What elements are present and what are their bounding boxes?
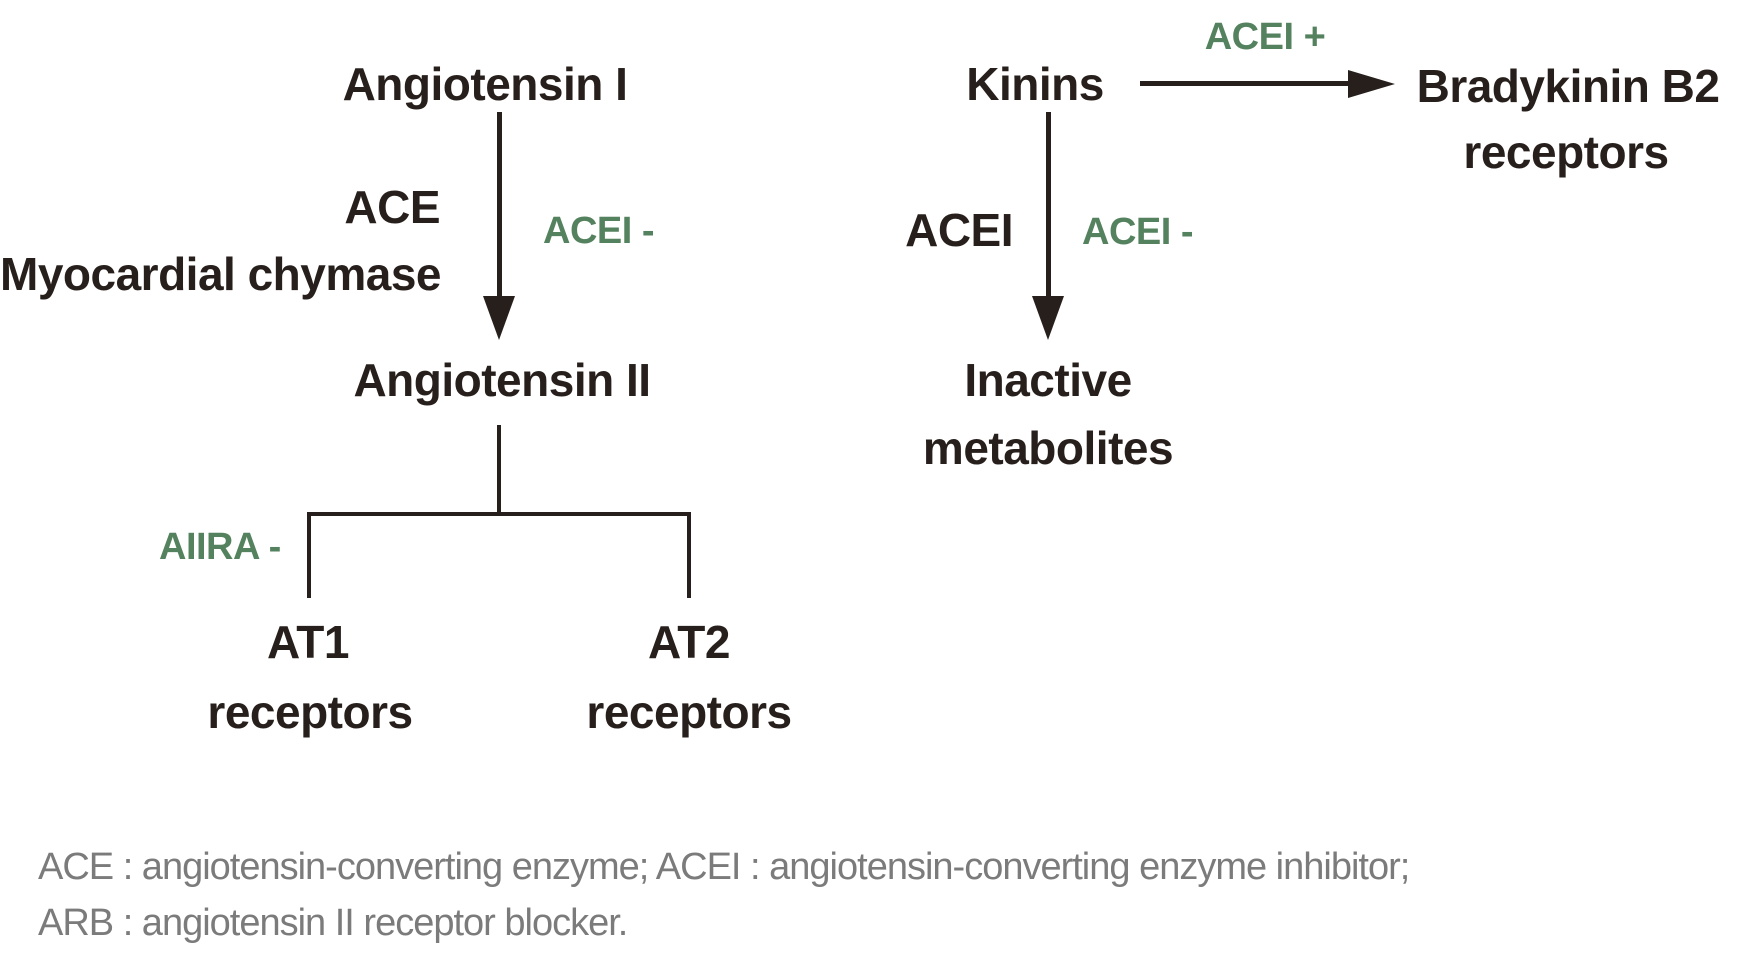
node-bradykinin-receptors: receptors [1463, 126, 1669, 178]
arrow-kinin-degradation-shaft [1046, 112, 1051, 298]
node-at1: AT1 [267, 616, 350, 668]
node-kinins: Kinins [966, 58, 1104, 110]
arrow-angiotensin-conversion-shaft [497, 112, 502, 298]
node-inactive-metabolites-line1: Inactive [964, 354, 1132, 406]
down-arrowhead-icon [1032, 296, 1064, 340]
arrow-kinins-to-bradykinin-shaft [1140, 81, 1348, 86]
node-angiotensin-ii: Angiotensin II [353, 354, 651, 406]
branch-left-drop-line [307, 512, 311, 598]
branch-stub-line [497, 425, 501, 514]
node-at2-receptors: receptors [586, 686, 792, 738]
label-acei-potentiates: ACEI + [1204, 16, 1326, 58]
node-inactive-metabolites-line2: metabolites [922, 422, 1174, 474]
legend-line-2: ARB : angiotensin II receptor blocker. [38, 902, 628, 944]
branch-horizontal-line [307, 512, 691, 516]
label-acei-inhibits-conversion: ACEI - [543, 210, 655, 252]
node-angiotensin-i: Angiotensin I [342, 58, 628, 110]
label-converting-enzymes: ACE Myocardial chymase [0, 174, 442, 308]
right-arrowhead-icon [1348, 70, 1395, 98]
node-at2: AT2 [648, 616, 731, 668]
node-at1-receptors: receptors [207, 686, 413, 738]
label-aiira-blocks-receptors: AIIRA - [159, 526, 281, 568]
label-myocardial-chymase: Myocardial chymase [0, 248, 442, 300]
label-ace: ACE [344, 181, 440, 233]
node-bradykinin-b2: Bradykinin B2 [1416, 60, 1720, 112]
down-arrowhead-icon [483, 296, 515, 340]
branch-right-drop-line [687, 512, 691, 598]
label-acei-inhibits-degradation: ACEI - [1082, 211, 1194, 253]
label-acei-enzyme: ACEI [905, 204, 1013, 256]
legend-line-1: ACE : angiotensin-converting enzyme; ACE… [38, 846, 1410, 888]
